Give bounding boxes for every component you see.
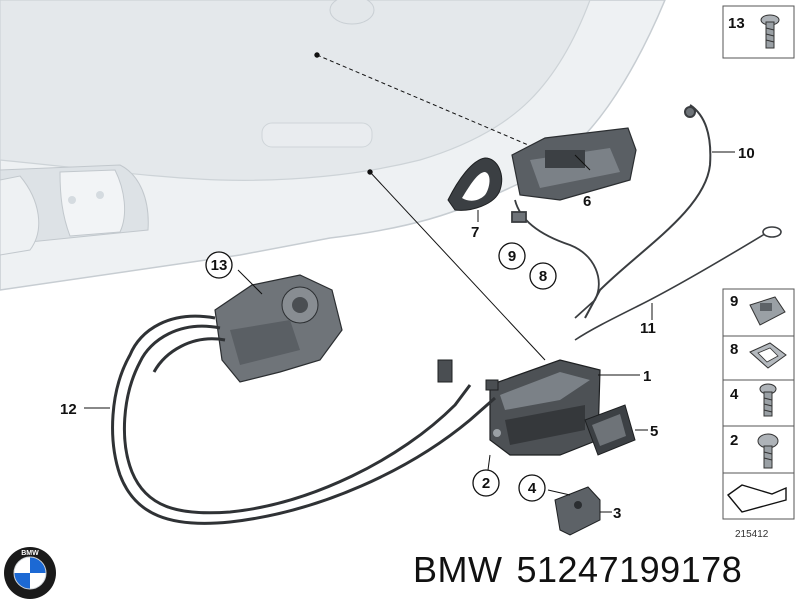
legend-item-2: 2 — [730, 432, 738, 449]
part-1-lock — [487, 359, 640, 471]
callout-5: 5 — [650, 423, 658, 440]
screw-icon-2 — [757, 433, 779, 469]
legend-item-9: 9 — [730, 293, 738, 310]
part-number-caption: BMW 51247199178 — [413, 549, 756, 591]
callout-circle-9 — [498, 242, 526, 270]
part-number: 51247199178 — [516, 549, 743, 590]
bmw-logo: BMW — [4, 547, 56, 599]
callout-3: 3 — [613, 505, 621, 522]
callout-13: 13 — [211, 257, 228, 274]
part-7-bezel — [447, 157, 503, 222]
legend-item-4: 4 — [730, 386, 739, 403]
callout-12: 12 — [60, 401, 77, 418]
callout-2: 2 — [482, 475, 490, 492]
callout-7: 7 — [471, 224, 479, 241]
part-8-9-wire — [511, 199, 600, 319]
logo-letters: BMW — [21, 550, 39, 557]
callout-1: 1 — [643, 368, 651, 385]
part-12-cable-loop — [84, 314, 499, 525]
part-13-motor — [214, 269, 343, 383]
leader-lines — [314, 52, 546, 361]
legend-top-box: 13 — [722, 5, 795, 59]
callout-9: 9 — [508, 248, 516, 265]
legend-stack: 9 8 4 2 — [722, 288, 795, 520]
tailgate-panel — [0, 0, 666, 291]
retainer-icon — [749, 342, 787, 369]
callout-circle-2 — [472, 469, 500, 497]
callout-circle-13 — [205, 251, 233, 279]
arrow-icon — [726, 484, 787, 513]
part-5-clip — [584, 404, 648, 456]
callout-4: 4 — [528, 480, 537, 497]
legend-item-8: 8 — [730, 341, 738, 358]
callout-8: 8 — [539, 268, 547, 285]
callout-circle-4 — [518, 474, 546, 502]
callouts: 13 9 8 2 4 1 5 3 6 7 10 11 12 — [60, 145, 755, 522]
part-3-bracket — [547, 486, 612, 536]
part-6-handle — [511, 127, 637, 201]
diagram-number: 215412 — [735, 529, 769, 540]
part-11-bowden-cable — [574, 226, 782, 341]
callout-11: 11 — [640, 320, 656, 337]
clip-icon — [749, 296, 786, 326]
part-10-cable — [584, 104, 735, 319]
legend-top-number: 13 — [728, 15, 745, 32]
brand-name: BMW — [413, 549, 503, 590]
bolt-icon — [759, 383, 777, 417]
callout-10: 10 — [738, 145, 755, 162]
callout-6: 6 — [583, 193, 591, 210]
callout-circle-8 — [529, 262, 557, 290]
screw-icon — [760, 14, 780, 49]
